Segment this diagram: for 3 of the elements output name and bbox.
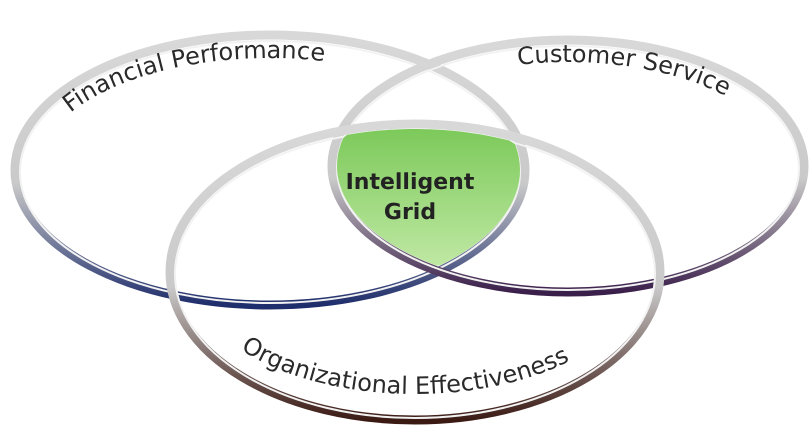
venn-ring — [328, 36, 808, 296]
center-label: Intelligent Grid — [345, 168, 475, 226]
venn-ring — [166, 120, 664, 424]
